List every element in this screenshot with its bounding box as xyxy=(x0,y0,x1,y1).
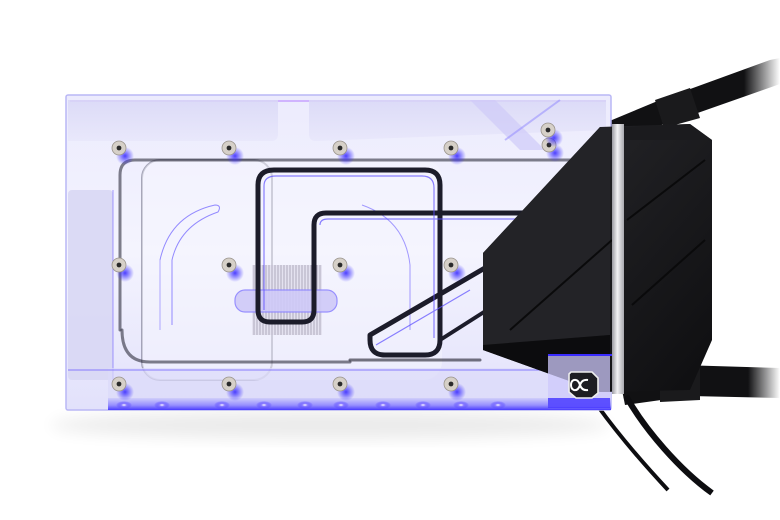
channel-highlights xyxy=(263,175,605,346)
led-light xyxy=(116,401,132,409)
led-light xyxy=(453,401,469,409)
screw xyxy=(221,257,244,282)
screw xyxy=(111,376,134,401)
rgb-cables xyxy=(595,394,714,496)
screw xyxy=(332,140,355,165)
screw xyxy=(111,257,134,282)
screw xyxy=(221,376,244,401)
terminal-housing xyxy=(483,124,712,394)
led-light xyxy=(154,401,170,409)
screw xyxy=(443,376,466,401)
led-light xyxy=(333,401,349,409)
screws-group xyxy=(111,122,564,401)
ground-shadow xyxy=(50,411,610,439)
logo-block xyxy=(548,354,612,408)
led-light xyxy=(415,401,431,409)
logo-icon xyxy=(569,378,589,392)
led-light xyxy=(375,401,391,409)
led-light xyxy=(490,401,506,409)
screw xyxy=(443,140,466,165)
screw xyxy=(540,122,563,147)
led-light xyxy=(256,401,272,409)
screw xyxy=(443,257,466,282)
screw xyxy=(332,257,355,282)
screw xyxy=(111,140,134,165)
screw xyxy=(332,376,355,401)
screw xyxy=(221,140,244,165)
upper-tube xyxy=(600,58,780,140)
terminal-silver-stripe xyxy=(612,124,624,394)
led-light xyxy=(214,401,230,409)
logo-badge xyxy=(568,371,599,399)
led-strip xyxy=(116,401,506,409)
led-light xyxy=(297,401,313,409)
